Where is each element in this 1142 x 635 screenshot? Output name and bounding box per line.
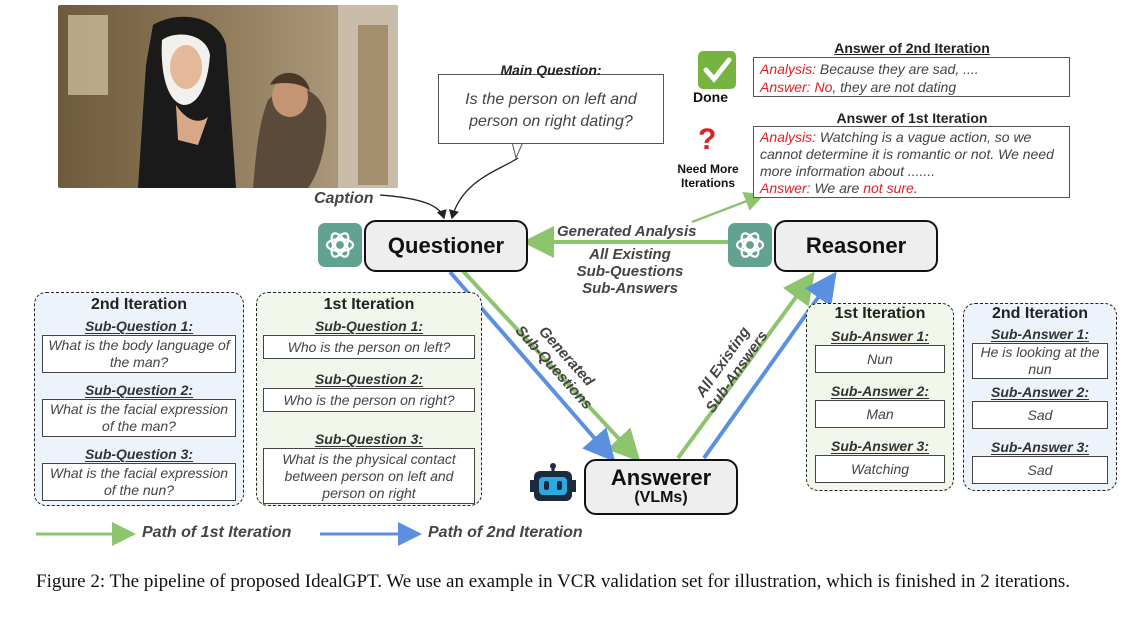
subanswer-label: Sub-Answer 1: <box>990 326 1089 342</box>
subanswers-2nd-panel: 2nd Iteration Sub-Answer 1: He is lookin… <box>963 303 1117 491</box>
subanswer-box: Watching <box>815 455 945 483</box>
answer1-analysis-key: Analysis: <box>760 129 817 145</box>
answer2-analysis-key: Analysis: <box>760 61 817 77</box>
answer1-answer-not-sure: not sure <box>863 180 914 196</box>
all-existing-line2: Sub-Questions <box>576 263 684 280</box>
subquestion-label: Sub-Question 2: <box>314 371 424 387</box>
main-question-box: Main Question: Is the person on left and… <box>438 62 664 144</box>
questioner-to-answerer-green <box>460 268 641 462</box>
questioner-label: Questioner <box>387 233 505 258</box>
subquestion-label: Sub-Question 2: <box>84 382 194 398</box>
subquestion-box: What is the facial expression of the man… <box>42 399 236 437</box>
answer1-answer-key: Answer: <box>760 180 811 196</box>
main-question-title: Main Question: <box>500 62 602 78</box>
all-existing-line3: Sub-Answers <box>582 280 678 297</box>
subanswer-box: Sad <box>972 456 1108 484</box>
answer1-title: Answer of 1st Iteration <box>836 110 988 126</box>
subanswer-box: Nun <box>815 345 945 373</box>
answer1-answer-value: We are <box>814 180 864 196</box>
generated-analysis-label: Generated Analysis <box>557 223 697 240</box>
robot-icon <box>530 463 576 503</box>
subquestions-2nd-panel: 2nd Iteration Sub-Question 1: What is th… <box>34 292 244 506</box>
answer2-title: Answer of 2nd Iteration <box>834 40 990 56</box>
need-more-iterations-label: Need More Iterations <box>677 162 739 190</box>
subquestion-label: Sub-Question 3: <box>84 446 194 462</box>
reasoner-node: Reasoner <box>774 220 938 272</box>
figure-caption: Figure 2: The pipeline of proposed Ideal… <box>36 571 1070 592</box>
caption-label: Caption <box>314 190 374 207</box>
panel-title: 2nd Iteration <box>991 305 1088 322</box>
answer2-answer-key: Answer: <box>760 79 811 95</box>
questioner-node: Questioner <box>364 220 528 272</box>
subquestion-box: What is the body language of the man? <box>42 335 236 373</box>
main-question-pointer <box>511 141 524 160</box>
answer1-answer-end: . <box>913 180 918 196</box>
subanswer-label: Sub-Answer 3: <box>830 438 929 454</box>
subquestion-label: Sub-Question 1: <box>314 318 424 334</box>
subanswer-box: Sad <box>972 401 1108 429</box>
analysis-to-answer1-arrow <box>691 192 765 224</box>
subanswer-box: Man <box>815 400 945 428</box>
question-to-questioner-arrow <box>448 157 519 220</box>
subanswer-label: Sub-Answer 1: <box>830 328 929 344</box>
all-existing-line1: All Existing <box>589 246 671 263</box>
answerer-label: Answerer <box>610 465 712 490</box>
reasoner-label: Reasoner <box>805 233 907 258</box>
answer1-analysis-text: Watching is a vague action, so we cannot… <box>760 129 1054 179</box>
subquestion-box: Who is the person on right? <box>263 388 475 412</box>
answer1-box: Analysis: Watching is a vague action, so… <box>753 126 1070 198</box>
question-mark-icon: ? <box>698 123 717 156</box>
legend-first-label: Path of 1st Iteration <box>142 524 292 541</box>
subanswer-label: Sub-Answer 2: <box>990 384 1089 400</box>
done-check-icon <box>698 51 736 89</box>
panel-title: 1st Iteration <box>834 305 926 322</box>
answer2-answer-value: No <box>814 79 833 95</box>
panel-title: 2nd Iteration <box>90 296 187 313</box>
movie-still-image <box>58 5 398 188</box>
subanswer-label: Sub-Answer 2: <box>830 383 929 399</box>
all-existing-label-group: All Existing Sub-Questions Sub-Answers <box>555 246 705 297</box>
reasoner-gpt-icon <box>728 223 772 267</box>
answerer-sub-label: (VLMs) <box>634 489 688 506</box>
done-label: Done <box>693 89 728 105</box>
answerer-node: Answerer (VLMs) <box>584 459 738 515</box>
subanswers-1st-panel: 1st Iteration Sub-Answer 1: Nun Sub-Answ… <box>806 303 954 491</box>
answer2-box: Analysis: Because they are sad, .... Ans… <box>753 57 1070 97</box>
subquestion-label: Sub-Question 3: <box>314 431 424 447</box>
subquestion-label: Sub-Question 1: <box>84 318 194 334</box>
subquestions-1st-panel: 1st Iteration Sub-Question 1: Who is the… <box>256 292 482 506</box>
questioner-gpt-icon <box>318 223 362 267</box>
main-question-text: Is the person on left and person on righ… <box>465 91 637 130</box>
caption-to-questioner-arrow <box>379 194 447 220</box>
answer2-analysis-text: Because they are sad, .... <box>816 61 979 77</box>
subanswer-label: Sub-Answer 3: <box>990 439 1089 455</box>
answerer-to-reasoner-green <box>676 271 815 460</box>
answer2-answer-rest: , they are not dating <box>832 79 957 95</box>
subquestion-box: What is the physical contact between per… <box>263 448 475 504</box>
subanswer-box: He is looking at the nun <box>972 343 1108 379</box>
panel-title: 1st Iteration <box>323 296 415 313</box>
subquestion-box: Who is the person on left? <box>263 335 475 359</box>
legend-second-label: Path of 2nd Iteration <box>428 524 583 541</box>
subquestion-box: What is the facial expression of the nun… <box>42 463 236 501</box>
